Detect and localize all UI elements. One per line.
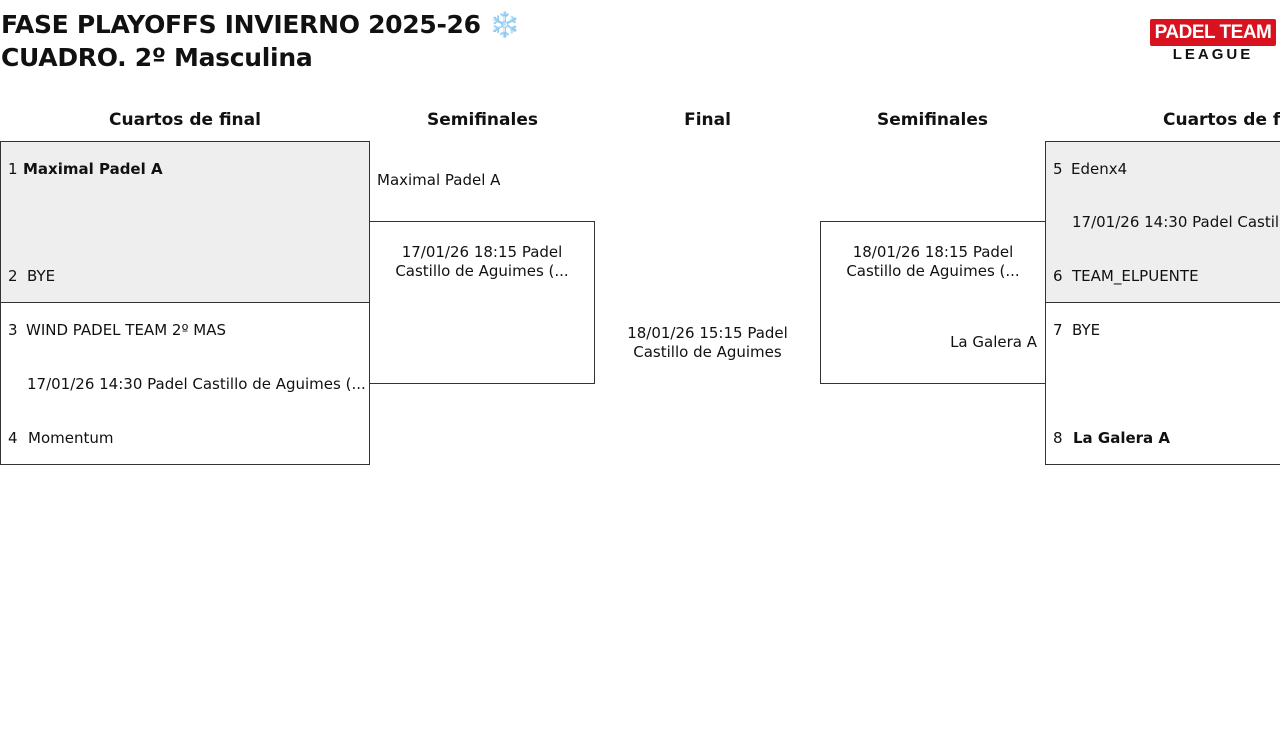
round-header-right-semis: Semifinales: [877, 110, 988, 130]
team-name[interactable]: WIND PADEL TEAM 2º MAS: [26, 321, 227, 339]
seed-number: 2: [8, 267, 18, 285]
seed-number: 8: [1053, 429, 1063, 447]
round-header-left-quarters: Cuartos de final: [109, 110, 261, 130]
final-match-info[interactable]: 18/01/26 15:15 Padel Castillo de Aguimes: [627, 324, 788, 361]
team-name[interactable]: Momentum: [28, 429, 114, 447]
logo-bottom: LEAGUE: [1172, 46, 1254, 63]
team-name[interactable]: BYE: [1072, 321, 1101, 339]
team-name[interactable]: Maximal Padel A: [23, 160, 163, 178]
page-title-line1: FASE PLAYOFFS INVIERNO 2025-26 ❄️: [1, 10, 520, 39]
match-info[interactable]: 17/01/26 14:30 Padel Castillo de Aguimes…: [27, 375, 366, 393]
team-name[interactable]: Edenx4: [1071, 160, 1128, 178]
match-info[interactable]: 17/01/26 14:30 Padel Castillo de Aguimes…: [1072, 213, 1280, 231]
match-qf2[interactable]: 3 WIND PADEL TEAM 2º MAS 17/01/26 14:30 …: [0, 302, 370, 465]
round-header-right-quarters: Cuartos de final: [1163, 110, 1280, 130]
seed-number: 7: [1053, 321, 1063, 339]
seed-number: 4: [8, 429, 18, 447]
seed-number: 1: [8, 160, 18, 178]
match-info[interactable]: 17/01/26 18:15 Padel Castillo de Aguimes…: [395, 243, 569, 280]
round-header-final: Final: [684, 110, 731, 130]
seed-number: 6: [1053, 267, 1063, 285]
sf1-team1[interactable]: Maximal Padel A: [377, 171, 501, 189]
team-name[interactable]: TEAM_ELPUENTE: [1072, 267, 1199, 285]
match-qf3[interactable]: 5 Edenx4 17/01/26 14:30 Padel Castillo d…: [1045, 141, 1280, 303]
padel-team-league-logo: PADEL TEAM LEAGUE: [1150, 19, 1276, 63]
team-name[interactable]: BYE: [27, 267, 56, 285]
page-title-line2: CUADRO. 2º Masculina: [1, 43, 313, 72]
match-sf1[interactable]: 17/01/26 18:15 Padel Castillo de Aguimes…: [369, 221, 595, 384]
page-title: FASE PLAYOFFS INVIERNO 2025-26 ❄️ CUADRO…: [1, 8, 520, 74]
seed-number: 5: [1053, 160, 1063, 178]
match-info[interactable]: 18/01/26 18:15 Padel Castillo de Aguimes…: [846, 243, 1020, 280]
team-name[interactable]: La Galera A: [950, 333, 1037, 351]
seed-number: 3: [8, 321, 18, 339]
match-sf2[interactable]: 18/01/26 18:15 Padel Castillo de Aguimes…: [820, 221, 1046, 384]
match-qf4[interactable]: 7 BYE 8 La Galera A: [1045, 302, 1280, 465]
round-header-left-semis: Semifinales: [427, 110, 538, 130]
logo-top: PADEL TEAM: [1150, 19, 1276, 46]
match-qf1[interactable]: 1 Maximal Padel A 2 BYE: [0, 141, 370, 303]
team-name[interactable]: La Galera A: [1073, 429, 1171, 447]
